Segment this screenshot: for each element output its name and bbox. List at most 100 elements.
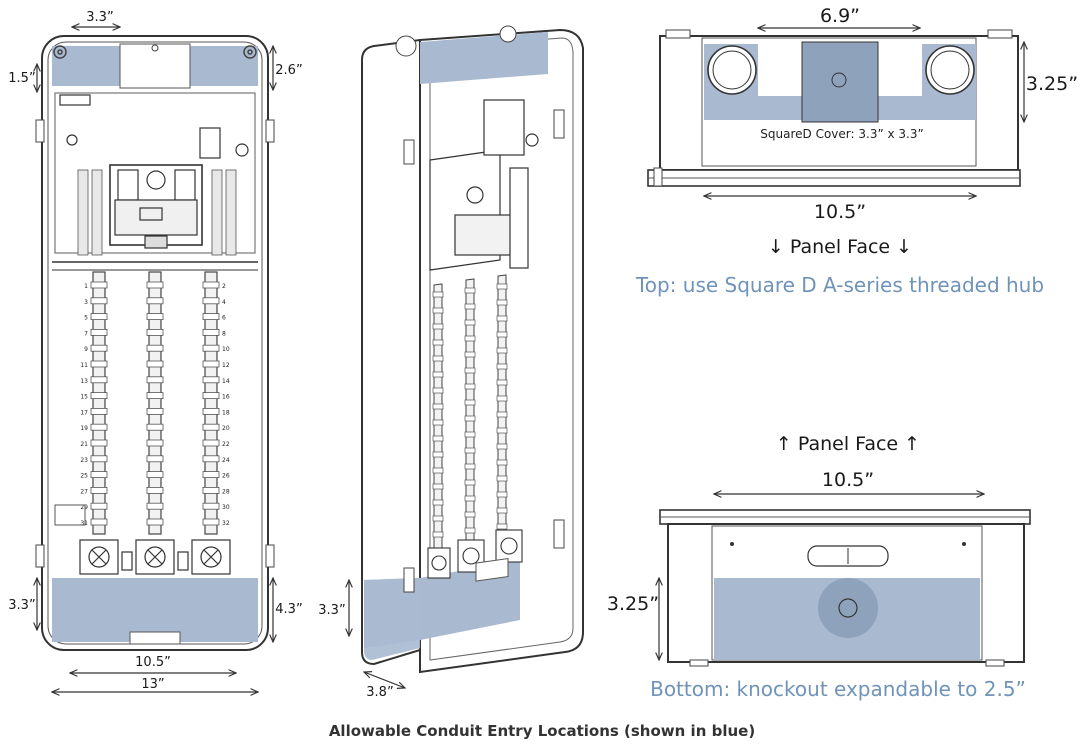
bottom-dimension-lines [659, 494, 984, 660]
front-main-breaker [54, 92, 256, 254]
iso-stab [496, 475, 508, 482]
circuit-number: 15 [80, 394, 88, 401]
front-stab [202, 502, 220, 510]
bottom-view: ↑ Panel Face ↑ 10.5” 3.25” Bottom: knock… [607, 433, 1031, 701]
iso-stab [464, 447, 476, 454]
iso-main-breaker [429, 99, 539, 271]
front-stab [146, 439, 164, 447]
iso-stab [496, 347, 508, 354]
front-stab [202, 344, 220, 352]
iso-dim-height: 3.3” [318, 603, 345, 618]
iso-stab [464, 527, 476, 534]
front-stab [146, 344, 164, 352]
front-stab [90, 423, 108, 431]
iso-side-conduit-area [364, 578, 420, 660]
front-stab [202, 281, 220, 289]
front-stab [202, 360, 220, 368]
iso-stab [432, 371, 444, 378]
top-dim-width: 10.5” [814, 201, 866, 223]
iso-stab [464, 463, 476, 470]
circuit-number: 4 [222, 299, 226, 306]
front-stab [146, 360, 164, 368]
circuit-number: 25 [80, 473, 88, 480]
top-caption: Top: use Square D A-series threaded hub [635, 273, 1044, 297]
circuit-number: 16 [222, 394, 230, 401]
iso-stab [496, 315, 508, 322]
front-stab [202, 471, 220, 479]
iso-view: 3.3” 3.8” [318, 25, 584, 700]
bottom-dim-width: 10.5” [822, 469, 874, 491]
front-stab [90, 360, 108, 368]
iso-stab [496, 459, 508, 466]
circuit-number: 8 [222, 330, 226, 337]
circuit-number: 28 [222, 488, 230, 495]
iso-stab [464, 287, 476, 294]
front-dim-outer-width: 13” [141, 677, 164, 692]
circuit-number: 14 [222, 378, 230, 385]
front-stab [146, 313, 164, 321]
front-stab [90, 471, 108, 479]
circuit-number: 24 [222, 457, 230, 464]
top-right-knockout [925, 45, 975, 95]
iso-breaker-stabs [432, 283, 508, 538]
iso-stab [432, 387, 444, 394]
iso-stab [496, 331, 508, 338]
iso-stab [496, 379, 508, 386]
iso-stab [464, 511, 476, 518]
front-stab [202, 455, 220, 463]
front-stab [146, 518, 164, 526]
iso-stab [432, 451, 444, 458]
iso-stab [496, 427, 508, 434]
front-stab [202, 376, 220, 384]
front-stab [202, 328, 220, 336]
iso-bus-bars [433, 274, 507, 551]
iso-stab [432, 419, 444, 426]
iso-stab [464, 319, 476, 326]
top-left-knockout [707, 45, 757, 95]
front-stab [90, 328, 108, 336]
iso-stab [496, 395, 508, 402]
front-stab [202, 518, 220, 526]
front-stab [146, 392, 164, 400]
circuit-number: 26 [222, 473, 230, 480]
iso-stab [464, 399, 476, 406]
circuit-number: 13 [80, 378, 88, 385]
iso-stab [496, 299, 508, 306]
bottom-panel-face-label: ↑ Panel Face ↑ [776, 433, 920, 455]
front-dim-top-width: 3.3” [86, 10, 113, 25]
front-stab [90, 439, 108, 447]
bottom-dim-depth: 3.25” [607, 593, 659, 615]
front-stab [90, 281, 108, 289]
circuit-number: 31 [80, 520, 88, 527]
front-stab [146, 423, 164, 431]
iso-stab [432, 515, 444, 522]
front-stab [202, 439, 220, 447]
circuit-number: 21 [80, 441, 88, 448]
front-stab [90, 376, 108, 384]
iso-stab [464, 335, 476, 342]
top-view: SquareD Cover: 3.3” x 3.3” 6.9” 3.25” 10… [635, 5, 1078, 297]
iso-stab [432, 483, 444, 490]
circuit-number: 20 [222, 425, 230, 432]
front-dim-bottom-right-height: 4.3” [275, 602, 302, 617]
iso-stab [464, 383, 476, 390]
circuit-number: 10 [222, 346, 230, 353]
circuit-number: 19 [80, 425, 88, 432]
bottom-knockout [818, 578, 878, 638]
iso-stab [464, 303, 476, 310]
iso-stab [432, 291, 444, 298]
circuit-number: 12 [222, 362, 230, 369]
circuit-number: 2 [222, 283, 226, 290]
iso-stab [496, 411, 508, 418]
iso-stab [464, 479, 476, 486]
circuit-number: 6 [222, 315, 226, 322]
front-stab [146, 297, 164, 305]
front-dim-inner-width: 10.5” [135, 655, 171, 670]
iso-lugs [427, 529, 523, 579]
circuit-number: 22 [222, 441, 230, 448]
iso-stab [432, 355, 444, 362]
circuit-number: 5 [84, 315, 88, 322]
circuit-number: 1 [84, 283, 88, 290]
